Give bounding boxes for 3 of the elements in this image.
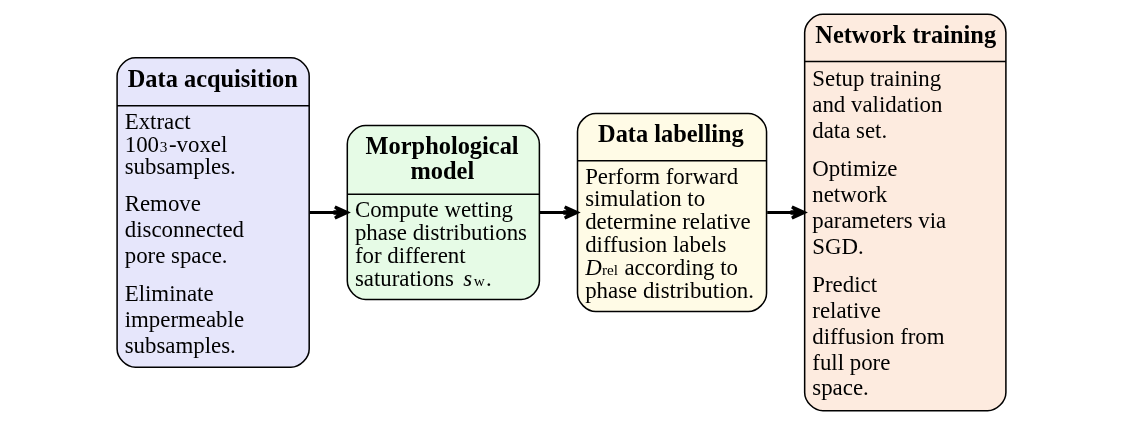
arrow (539, 205, 579, 220)
arrow (767, 205, 806, 220)
arrow (309, 205, 349, 220)
